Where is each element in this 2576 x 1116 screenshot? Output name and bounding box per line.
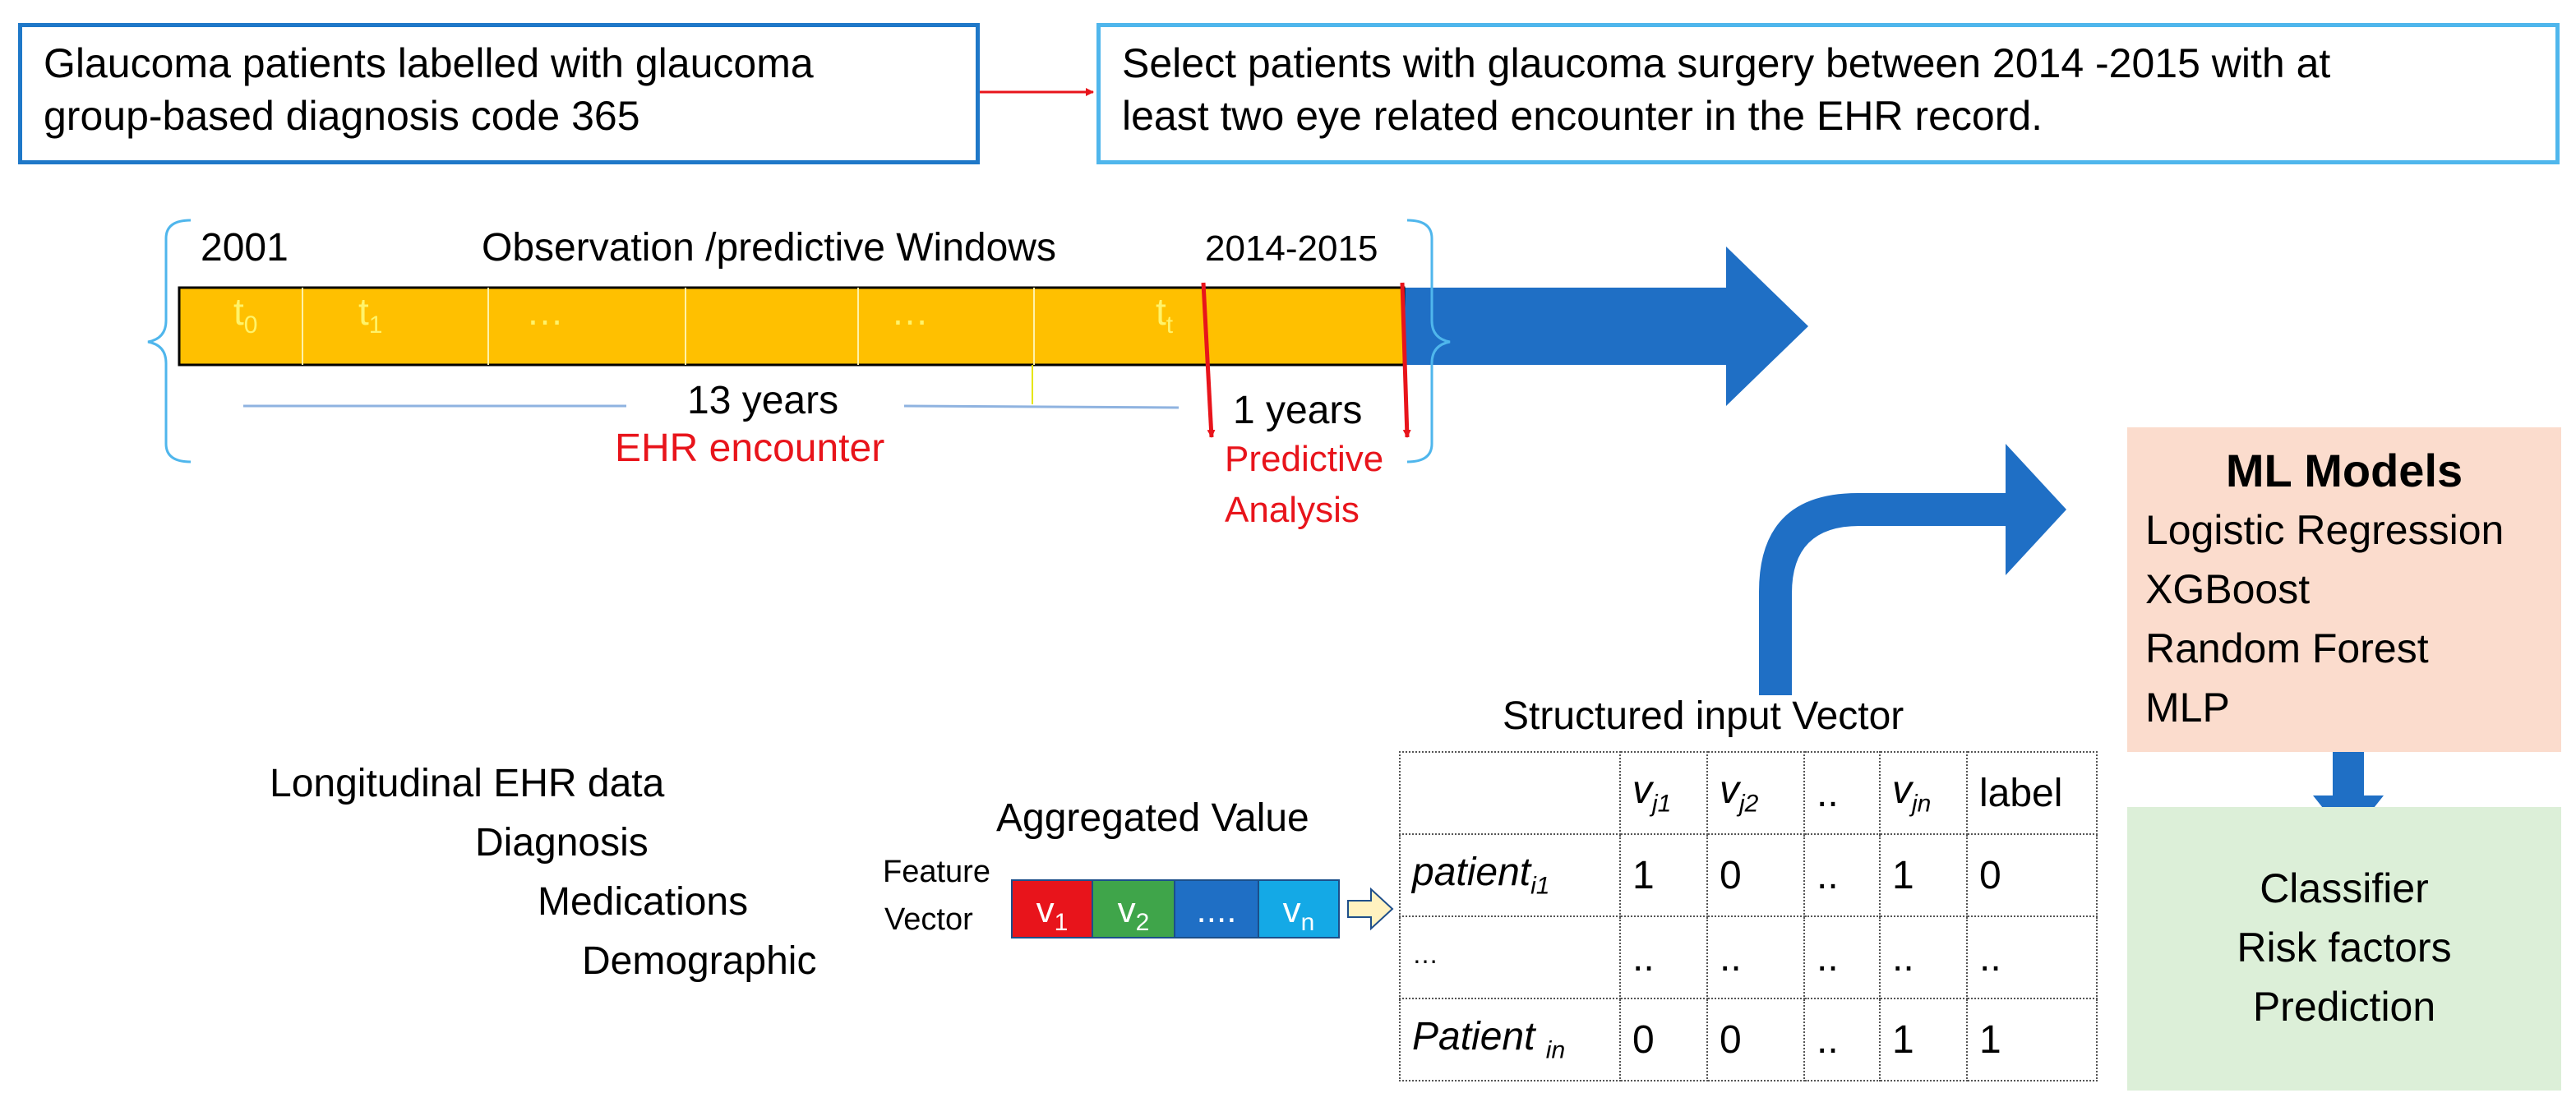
outputs-box: Classifier Risk factors Prediction <box>2127 807 2561 1091</box>
predictive-span: 1 years <box>1233 389 1363 432</box>
cohort-line-1: Glaucoma patients labelled with glaucoma <box>44 40 814 86</box>
table-cell: .. <box>1803 915 1881 999</box>
ehr-data-item: Medications <box>538 880 749 924</box>
output-item: Risk factors <box>2237 925 2452 971</box>
table-header-cell: vj1 <box>1619 751 1708 835</box>
table-row-name: … <box>1399 915 1621 999</box>
feature-vector-label-1: Feature <box>883 855 990 889</box>
table-cell: 0 <box>1706 998 1805 1081</box>
table-cell: 0 <box>1706 833 1805 917</box>
structured-input-table: vj1 vj2 .. vjn label patienti1 1 0 .. 1 … <box>1399 751 2098 1081</box>
table-header-cell: .. <box>1803 751 1881 835</box>
table-row-name: patienti1 <box>1399 833 1621 917</box>
table-header-cell: label <box>1966 751 2098 835</box>
left-curly-brace <box>147 219 192 463</box>
vector-to-table-arrow <box>1347 887 1394 931</box>
timeline-bar <box>178 286 1406 367</box>
table-cell: 0 <box>1966 833 2098 917</box>
observation-span: 13 years <box>687 379 839 422</box>
selection-line-2: least two eye related encounter in the E… <box>1122 93 2043 139</box>
structured-vector-title: Structured input Vector <box>1503 694 1904 738</box>
predict-end-arrow <box>1400 282 1411 438</box>
selection-criteria-box: Select patients with glaucoma surgery be… <box>1096 23 2560 164</box>
ml-models-box: ML Models Logistic Regression XGBoost Ra… <box>2127 427 2561 752</box>
table-header-row: vj1 vj2 .. vjn label <box>1399 751 2098 835</box>
aggregated-value-label: Aggregated Value <box>996 796 1309 840</box>
table-header-cell: vjn <box>1879 751 1968 835</box>
feature-cell-vn: vn <box>1258 879 1340 938</box>
table-header-cell: vj2 <box>1706 751 1805 835</box>
table-row-name: Patient in <box>1399 998 1621 1081</box>
timeline-title: Observation /predictive Windows <box>482 226 1056 270</box>
table-cell: 1 <box>1879 998 1968 1081</box>
cohort-definition-box: Glaucoma patients labelled with glaucoma… <box>18 23 980 164</box>
ehr-data-item: Demographic <box>582 939 817 983</box>
feature-cell-dots: .... <box>1174 879 1259 938</box>
ehr-data-title: Longitudinal EHR data <box>270 762 665 805</box>
output-item: Classifier <box>2260 865 2429 911</box>
ml-model-item: Random Forest <box>2145 625 2429 671</box>
predictive-label-2: Analysis <box>1225 490 1360 530</box>
table-cell: 1 <box>1879 833 1968 917</box>
feature-cell-v2: v2 <box>1092 879 1175 938</box>
segment-t0: t0 <box>233 290 258 339</box>
table-header-cell <box>1399 751 1621 835</box>
to-ml-curved-arrow <box>1759 444 2066 695</box>
ehr-data-item: Diagnosis <box>475 821 649 865</box>
table-cell: .. <box>1706 915 1805 999</box>
ml-model-item: Logistic Regression <box>2145 507 2504 553</box>
table-cell: 1 <box>1619 833 1708 917</box>
segment-t1: t1 <box>358 290 383 339</box>
segment-ellipsis-1: … <box>526 290 564 333</box>
feature-vector-label-2: Vector <box>884 902 973 937</box>
table-row: Patient in 0 0 .. 1 1 <box>1399 998 2098 1081</box>
ml-model-item: XGBoost <box>2145 566 2311 612</box>
table-cell: .. <box>1619 915 1708 999</box>
timeline-start-year: 2001 <box>201 226 289 270</box>
table-cell: .. <box>1803 998 1881 1081</box>
predict-start-arrow <box>1201 282 1216 438</box>
table-cell: .. <box>1803 833 1881 917</box>
segment-ellipsis-2: … <box>891 290 929 333</box>
table-cell: 1 <box>1966 998 2098 1081</box>
table-cell: 0 <box>1619 998 1708 1081</box>
table-row: patienti1 1 0 .. 1 0 <box>1399 833 2098 917</box>
timeline-blue-arrow <box>1397 247 1808 406</box>
span-line-right <box>903 404 1180 409</box>
table-cell: .. <box>1966 915 2098 999</box>
ml-models-title: ML Models <box>2225 445 2463 496</box>
table-cell: .. <box>1879 915 1968 999</box>
ml-model-item: MLP <box>2145 685 2230 731</box>
table-row: … .. .. .. .. .. <box>1399 915 2098 999</box>
observation-span-label: EHR encounter <box>615 427 885 470</box>
cohort-line-2: group-based diagnosis code 365 <box>44 93 640 139</box>
timeline-end-years: 2014-2015 <box>1205 228 1378 269</box>
segment-tt: tt <box>1156 290 1174 339</box>
selection-line-1: Select patients with glaucoma surgery be… <box>1122 40 2331 86</box>
right-curly-brace <box>1406 219 1451 463</box>
feature-cell-v1: v1 <box>1011 879 1093 938</box>
output-item: Prediction <box>2252 984 2436 1030</box>
predictive-label-1: Predictive <box>1225 439 1384 479</box>
